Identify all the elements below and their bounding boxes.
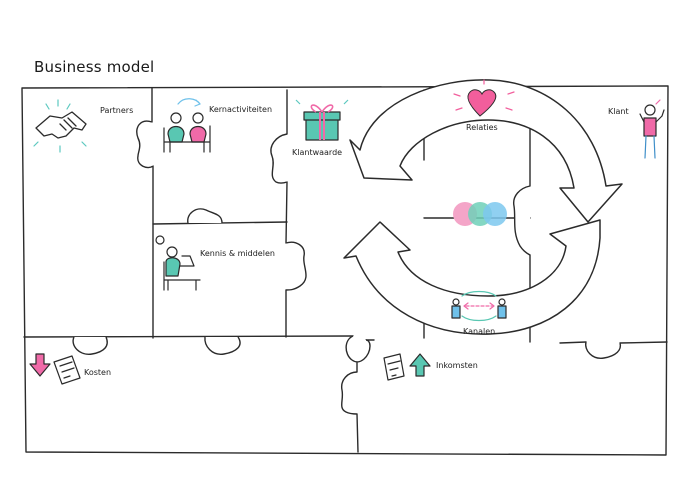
klant-label: Klant [608,107,629,116]
income-arrow-icon [383,353,431,381]
meeting-icon [163,98,211,153]
handshake-icon [33,99,87,153]
relaties-label: Relaties [466,123,498,132]
customer-icon [639,99,665,159]
puzzle-knob [204,336,241,355]
divider-bottom [23,335,668,344]
puzzle-knob [187,208,223,224]
puzzle-knob [285,241,307,291]
puzzle-knob [345,335,371,363]
partners-label: Partners [100,106,134,115]
puzzle-knob [270,133,288,184]
kennis-middelen-label: Kennis & middelen [200,249,275,258]
gift-icon [295,99,349,141]
brand-dots-icon [453,202,507,226]
heart-icon [453,79,515,117]
kernactiviteiten-label: Kernactiviteiten [209,105,273,114]
puzzle-knob [136,120,154,169]
cycle-arrow-bottom [343,219,601,335]
inkomsten-label: Inkomsten [436,361,478,370]
person-laptop-icon [155,235,201,291]
puzzle-knob [72,336,108,355]
puzzle-knob [513,185,531,256]
kosten-label: Kosten [84,368,112,377]
klantwaarde-label: Klantwaarde [292,148,343,157]
channels-icon [451,290,507,322]
page-title: Business model [34,58,155,76]
puzzle-knob [341,371,358,415]
cost-arrow-icon [29,353,81,385]
puzzle-knob [585,341,622,359]
divider-activities [285,89,288,338]
kanalen-label: Kanalen [463,327,496,336]
divider-partners [151,87,154,339]
cycle-arrow-top [349,79,623,223]
